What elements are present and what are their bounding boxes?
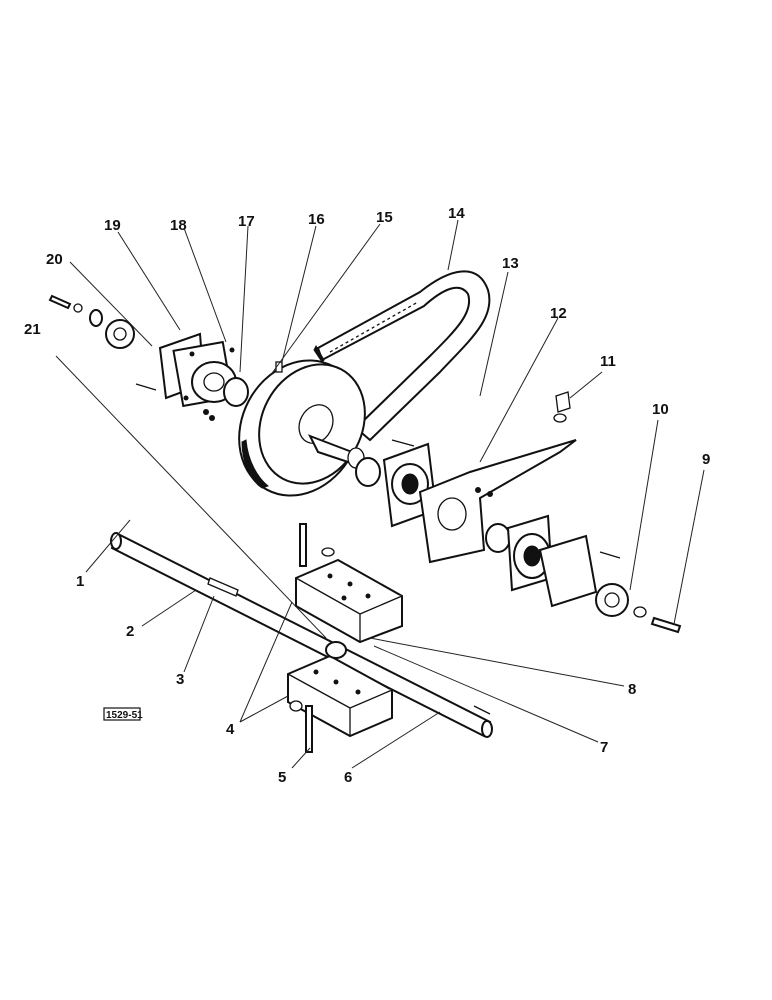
callout-4: 4: [226, 721, 235, 738]
callout-21: 21: [24, 321, 41, 338]
callout-6: 6: [344, 769, 352, 786]
callout-9: 9: [702, 451, 710, 468]
callout-14: 14: [448, 205, 465, 222]
callout-3: 3: [176, 671, 184, 688]
callout-13: 13: [502, 255, 519, 272]
callout-19: 19: [104, 217, 121, 234]
callout-18: 18: [170, 217, 187, 234]
right-bearing-bracket: [355, 391, 577, 564]
callout-11: 11: [600, 353, 616, 370]
callout-labels: 1 2 3 4 5 6 7 8 9 10 11 12 13 14 15 16 1…: [24, 205, 710, 786]
left-sprocket: [48, 294, 157, 391]
lower-bearing-block: [287, 641, 393, 753]
toothed-belt: [313, 270, 491, 442]
upper-bearing-block: [295, 523, 403, 644]
callout-1: 1: [76, 573, 84, 590]
callout-10: 10: [652, 401, 669, 418]
callout-7: 7: [600, 739, 608, 756]
callout-16: 16: [308, 211, 325, 228]
callout-5: 5: [278, 769, 286, 786]
callout-8: 8: [628, 681, 636, 698]
reference-code: 1529-51: [106, 710, 143, 721]
reference-code-box: 1529-51: [103, 707, 143, 721]
right-sprocket-assembly: [485, 514, 682, 634]
leader-lines: [55, 219, 705, 769]
callout-2: 2: [126, 623, 134, 640]
main-shaft: [110, 532, 493, 738]
callout-12: 12: [550, 305, 567, 322]
left-bearing-assembly: [158, 332, 283, 421]
callout-15: 15: [376, 209, 393, 226]
large-pulley: [238, 359, 366, 497]
callout-20: 20: [46, 251, 63, 268]
callout-17: 17: [238, 213, 255, 230]
